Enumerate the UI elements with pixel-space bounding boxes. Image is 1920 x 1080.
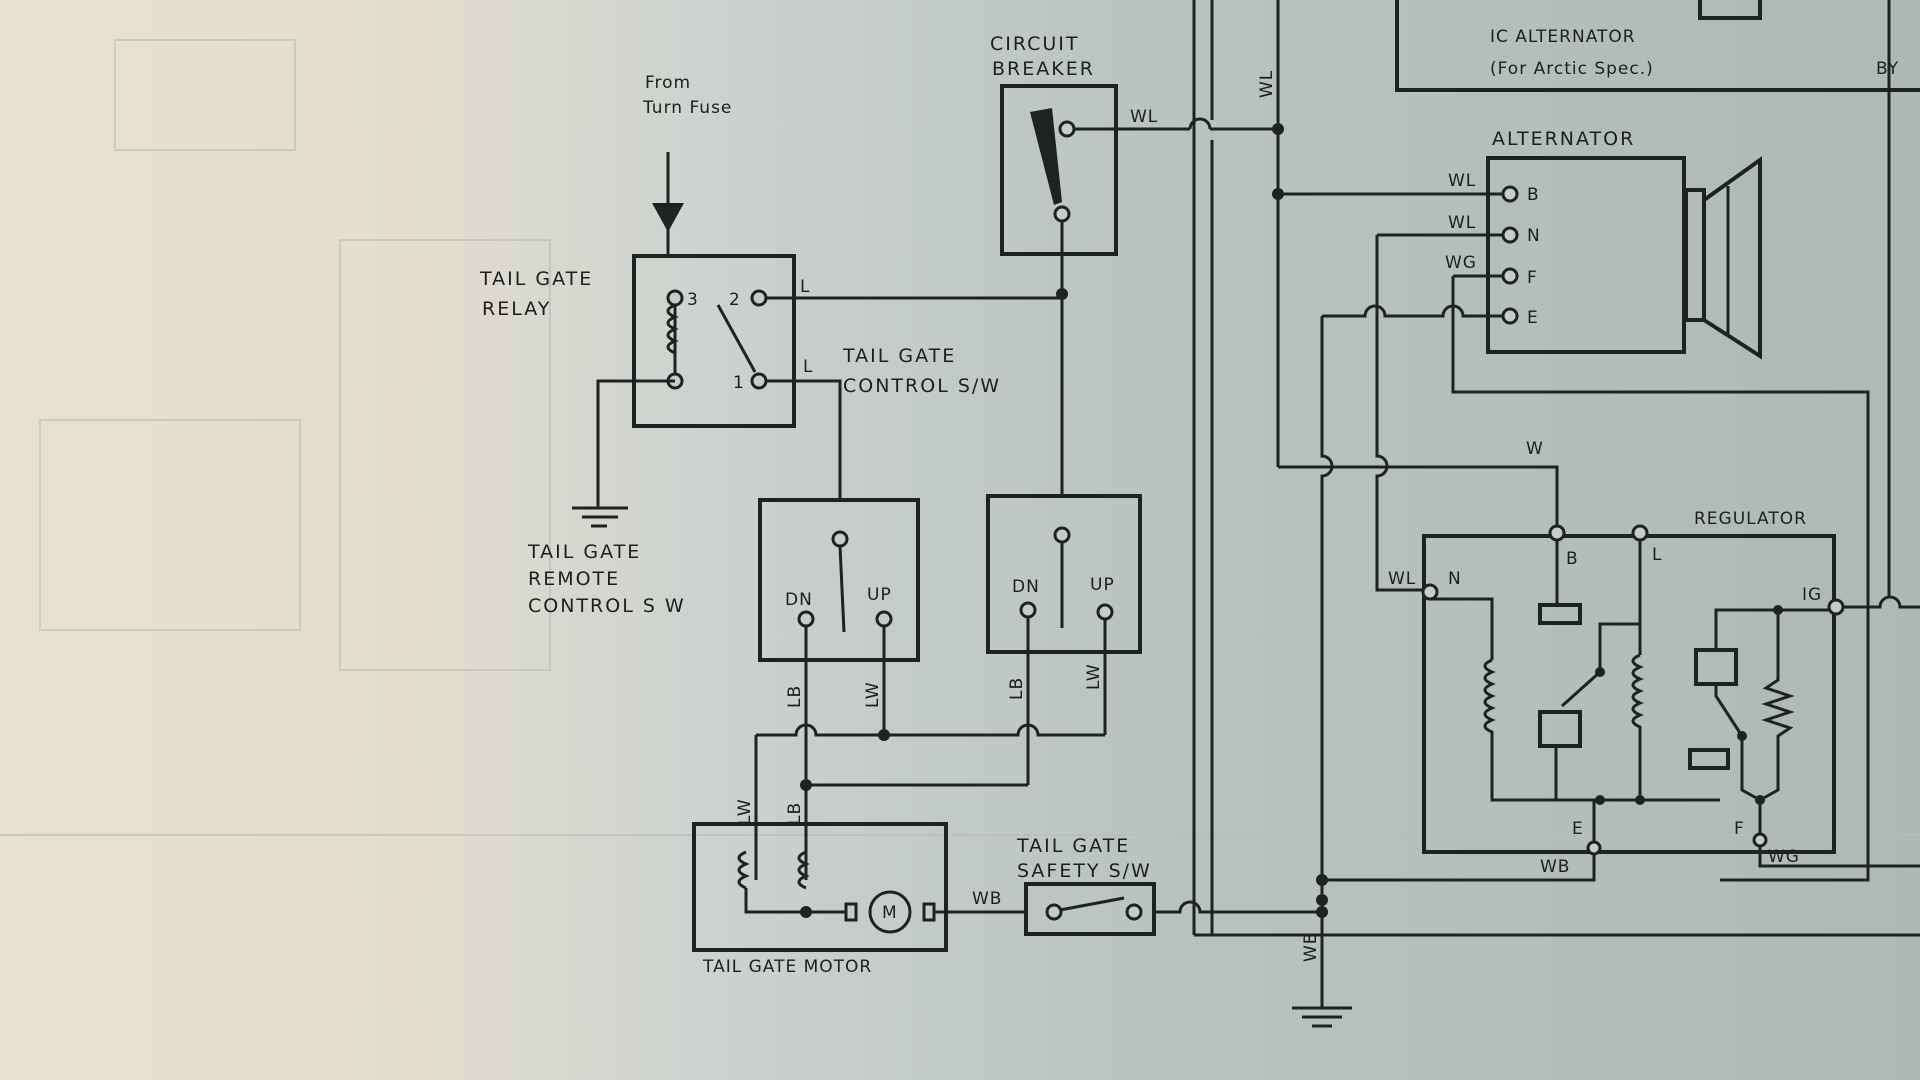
reg-n-label: N (1448, 569, 1462, 589)
ground-icon (1292, 1006, 1352, 1028)
tail-gate-motor: M (692, 822, 948, 952)
control-sw-label-1: TAIL GATE (842, 345, 956, 367)
alt-e-label: E (1527, 308, 1539, 328)
arctic-spec-label: (For Arctic Spec.) (1490, 59, 1654, 79)
remote-up-label: UP (867, 585, 892, 605)
remote-sw-label-2: REMOTE (528, 568, 620, 590)
control-up-label: UP (1090, 575, 1115, 595)
control-dn-label: DN (1012, 577, 1040, 597)
ic-alternator-label: IC ALTERNATOR (1490, 27, 1636, 47)
tail-gate-safety-switch (1024, 882, 1156, 936)
wire-code-w: W (1526, 439, 1544, 459)
wire-code-wl-bus: WL (1257, 70, 1277, 98)
remote-control-switch: DN UP (758, 498, 920, 662)
wire-code-lb-motor: LB (785, 802, 805, 825)
wire-code-wb-reg-e: WB (1540, 857, 1570, 877)
turn-fuse-label: Turn Fuse (642, 98, 732, 118)
relay-terminal-1: 1 (733, 373, 745, 393)
alternator-label: ALTERNATOR (1492, 128, 1635, 150)
alt-f-label: F (1527, 268, 1538, 288)
regulator-label: REGULATOR (1694, 509, 1807, 529)
wire-code-lw-control: LW (1084, 663, 1104, 690)
ground-icon (572, 506, 628, 528)
control-switch: DN UP (986, 494, 1142, 654)
alt-n-label: N (1527, 226, 1541, 246)
relay-label-1: TAIL GATE (479, 268, 593, 290)
breaker-label-2: BREAKER (992, 58, 1095, 80)
wire-code-wb-motor: WB (972, 889, 1002, 909)
wire-code-l-relay1: L (803, 357, 813, 377)
reg-ig-label: IG (1802, 585, 1822, 605)
wire-code-wg-alt-f: WG (1445, 253, 1477, 273)
wire-code-by: BY (1876, 59, 1899, 79)
control-sw-label-2: CONTROL S/W (843, 375, 1001, 397)
motor-m-label: M (882, 903, 898, 923)
alternator: B N F E (1486, 156, 1762, 360)
wire-code-l-relay2: L (800, 277, 810, 297)
remote-sw-label-3: CONTROL S W (528, 595, 686, 617)
circuit-breaker (1000, 84, 1118, 256)
wire-code-lw-remote: LW (863, 681, 883, 708)
regulator: N B L IG E F (1421, 524, 1845, 856)
relay-label-2: RELAY (482, 298, 551, 320)
reg-b-label: B (1566, 549, 1579, 569)
wire-code-lw-motor: LW (735, 798, 755, 825)
alt-b-label: B (1527, 185, 1540, 205)
wire-code-wg-reg-f: WG (1768, 847, 1800, 867)
wire-code-wl-reg-n: WL (1388, 569, 1416, 589)
remote-dn-label: DN (785, 590, 813, 610)
safety-label-1: TAIL GATE (1016, 835, 1130, 857)
ic-alternator-box (1395, 0, 1920, 92)
reg-l-label: L (1652, 545, 1662, 565)
arrow-icon (652, 203, 684, 232)
remote-sw-label-1: TAIL GATE (527, 541, 641, 563)
relay-terminal-3: 3 (687, 290, 699, 310)
safety-label-2: SAFETY S/W (1017, 860, 1152, 882)
reg-f-label: F (1734, 819, 1745, 839)
ghost-background (0, 39, 1920, 836)
wire-code-wl-alt-b: WL (1448, 171, 1476, 191)
wire-code-wl-alt-n: WL (1448, 213, 1476, 233)
wire-code-lb-control: LB (1007, 677, 1027, 700)
tail-gate-relay: 3 2 1 (632, 254, 796, 428)
motor-label: TAIL GATE MOTOR (702, 957, 872, 977)
wire-code-wb-ground: WB (1301, 932, 1321, 962)
from-label: From (645, 73, 691, 93)
wire-code-lb-remote: LB (785, 685, 805, 708)
breaker-label-1: CIRCUIT (990, 33, 1080, 55)
reg-e-label: E (1572, 819, 1584, 839)
relay-terminal-2: 2 (729, 290, 741, 310)
wire-code-wl-breaker: WL (1130, 107, 1158, 127)
